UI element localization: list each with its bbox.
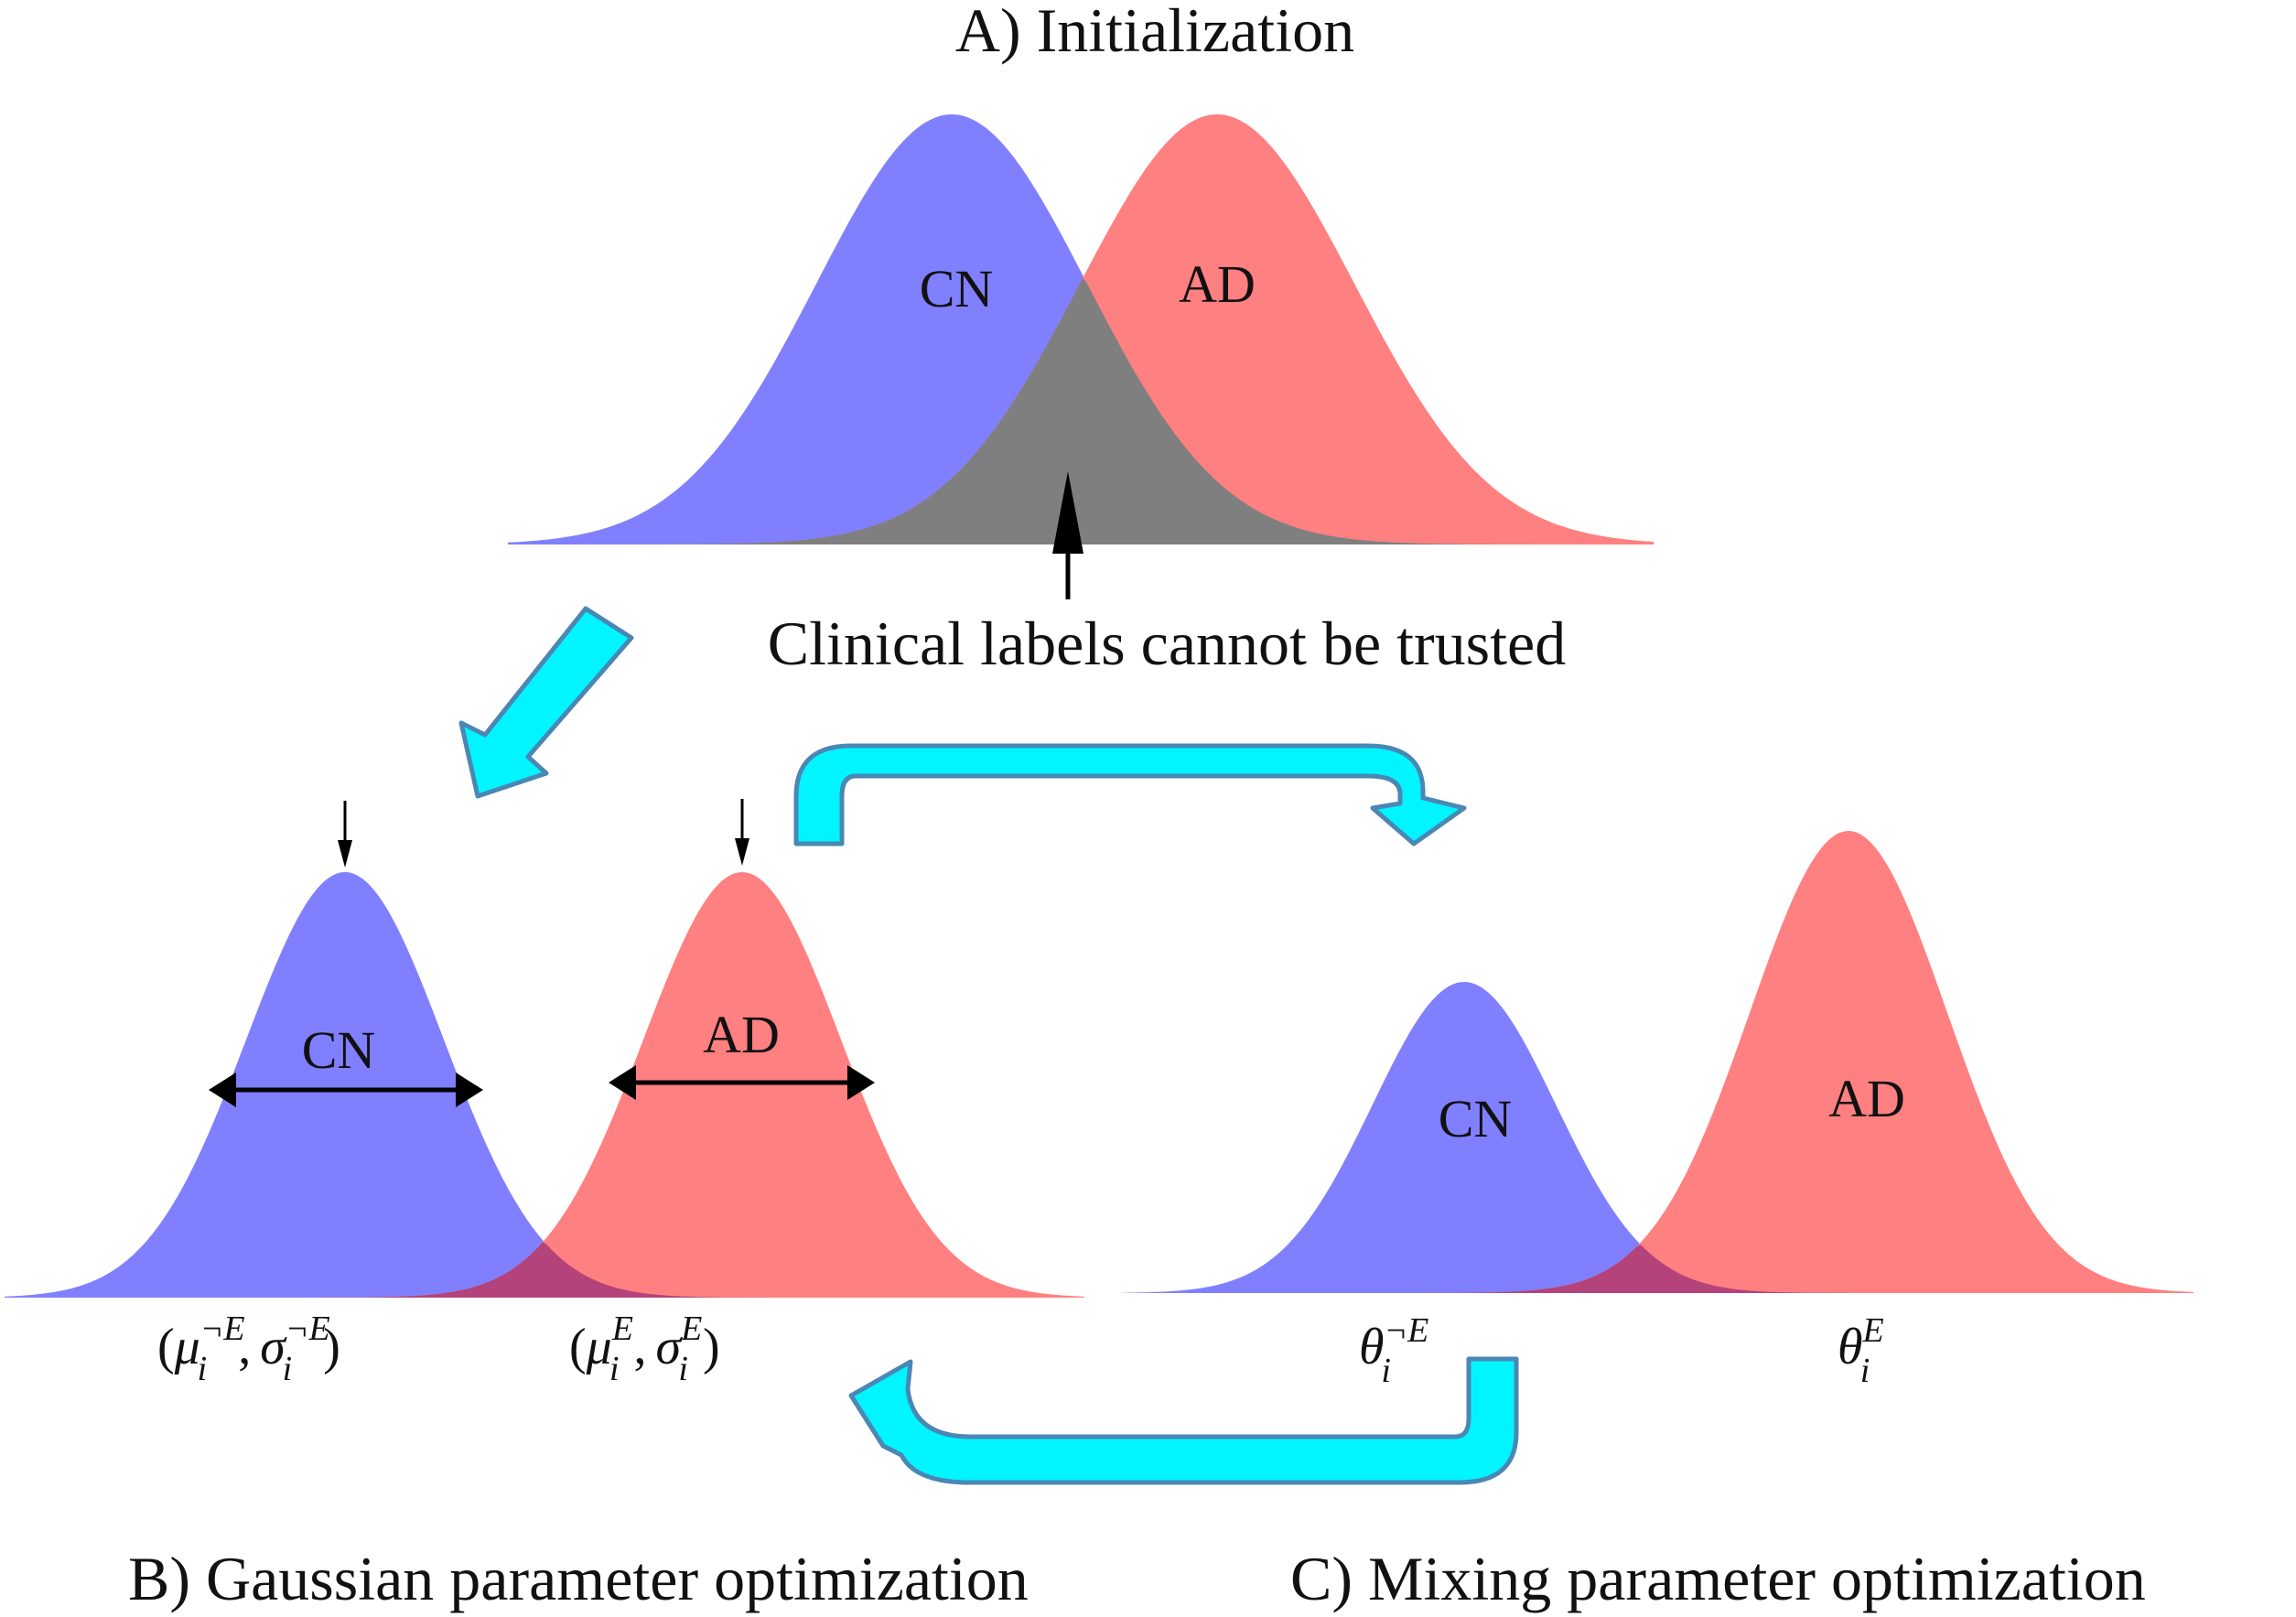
gauss-ad-label: AD	[703, 1005, 780, 1064]
mix-overlap-region	[1121, 1245, 2194, 1293]
mix-cn-label: CN	[1439, 1089, 1513, 1148]
mix-cn-curve	[1121, 982, 2194, 1293]
gauss-cn-label: CN	[302, 1020, 376, 1080]
curved-arrow-bottom-icon	[848, 1356, 1519, 1485]
panel-a-title: A) Initialization	[955, 0, 1354, 65]
cn-width-arrow	[209, 1073, 483, 1107]
clinical-labels-note: Clinical labels cannot be trusted	[768, 609, 1566, 678]
gauss-overlap-region	[5, 1242, 1084, 1298]
panel-c-title: C) Mixing parameter optimization	[1290, 1544, 2146, 1613]
panel-b-title: B) Gaussian parameter optimization	[128, 1544, 1029, 1613]
mix-ad-label: AD	[1828, 1069, 1905, 1128]
up-pointer-arrow	[1052, 471, 1083, 599]
init-overlap-region	[508, 278, 1654, 544]
gauss-cn-curve	[5, 872, 1084, 1298]
cn-mean-arrow	[338, 801, 352, 868]
ad-width-arrow	[609, 1065, 875, 1100]
gauss-ad-curve	[5, 872, 1084, 1298]
init-ad-label: AD	[1179, 254, 1256, 314]
curved-arrow-top-icon	[793, 743, 1467, 846]
diagonal-arrow-icon	[458, 606, 634, 799]
mix-ad-curve	[1121, 831, 2194, 1293]
init-cn-label: CN	[920, 259, 994, 318]
ad-mean-arrow	[735, 799, 749, 866]
